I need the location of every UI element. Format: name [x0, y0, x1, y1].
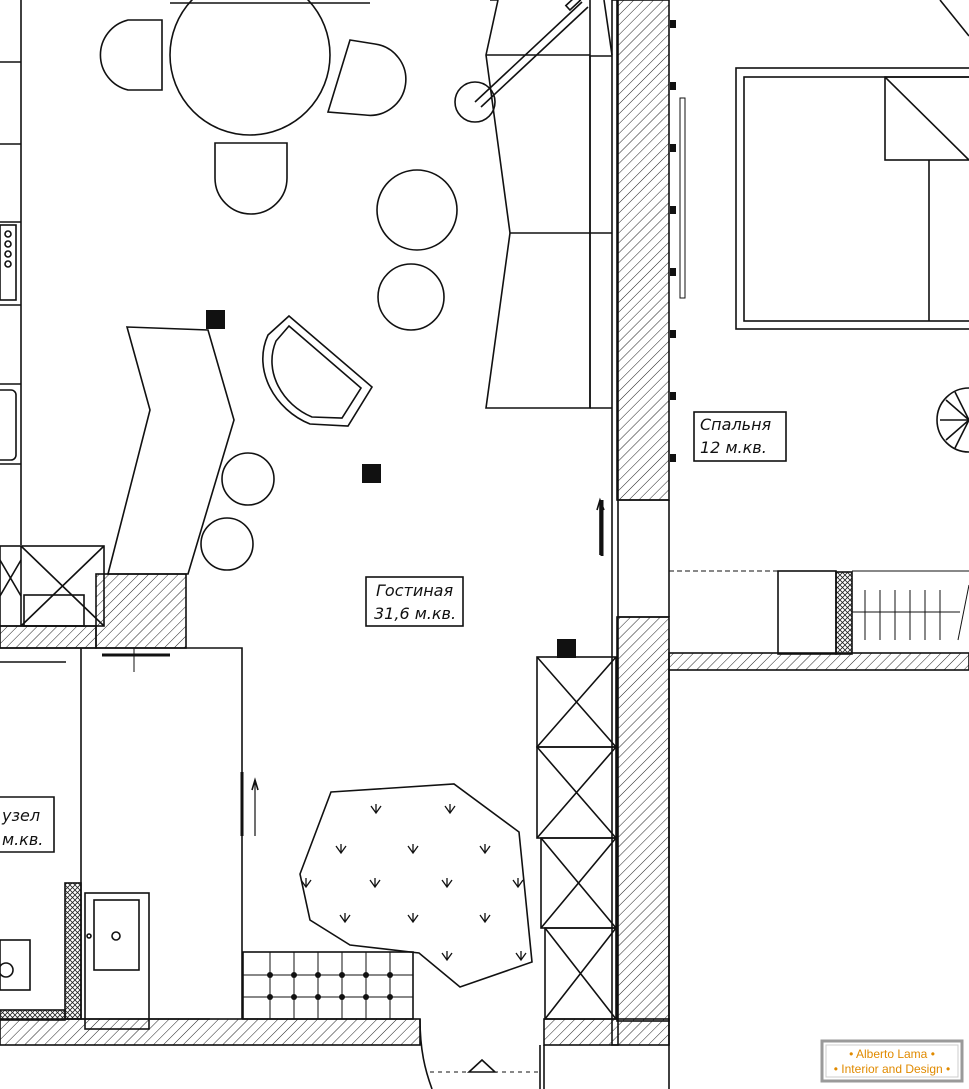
shoe-rack — [242, 951, 414, 1020]
living-room-area: 31,6 м.кв. — [374, 604, 456, 623]
watermark-line1: • Alberto Lama • — [849, 1047, 935, 1061]
dining-chair — [99, 19, 163, 91]
bar-counter — [106, 326, 235, 575]
armchair — [262, 314, 374, 427]
floor-lamp — [454, 0, 589, 123]
rug — [299, 783, 533, 988]
bedside-lamp — [936, 387, 969, 453]
dining-chair — [326, 39, 407, 117]
wardrobe — [536, 656, 617, 1020]
bathroom-label-frame — [0, 796, 55, 853]
bathroom-area: м.кв. — [2, 830, 43, 849]
double-bed — [735, 67, 969, 330]
living-label-frame — [365, 576, 464, 627]
kitchen-base-units — [0, 545, 105, 627]
bathroom-name: узел — [1, 806, 40, 825]
bedroom-area: 12 м.кв. — [700, 438, 767, 457]
bedroom-label-frame — [693, 411, 787, 462]
watermark-line2: • Interior and Design • — [834, 1062, 950, 1076]
dining-chair — [214, 142, 288, 215]
watermark: • Alberto Lama • • Interior and Design • — [820, 1039, 964, 1083]
bedroom-closet — [669, 570, 969, 655]
walls — [0, 0, 969, 1046]
kitchen-cabinets — [0, 0, 22, 545]
columns — [206, 310, 576, 658]
sofa — [485, 0, 613, 409]
living-room-name: Гостиная — [376, 581, 453, 600]
bedroom-wall-edge — [939, 0, 969, 37]
stools — [200, 169, 458, 571]
dining-set — [99, 0, 407, 215]
doors — [251, 497, 605, 1089]
bathroom-block — [0, 647, 244, 1030]
radiator — [679, 97, 686, 299]
bedroom-name: Спальня — [700, 415, 772, 434]
dining-table — [169, 0, 331, 136]
wall-ticks — [670, 20, 676, 462]
